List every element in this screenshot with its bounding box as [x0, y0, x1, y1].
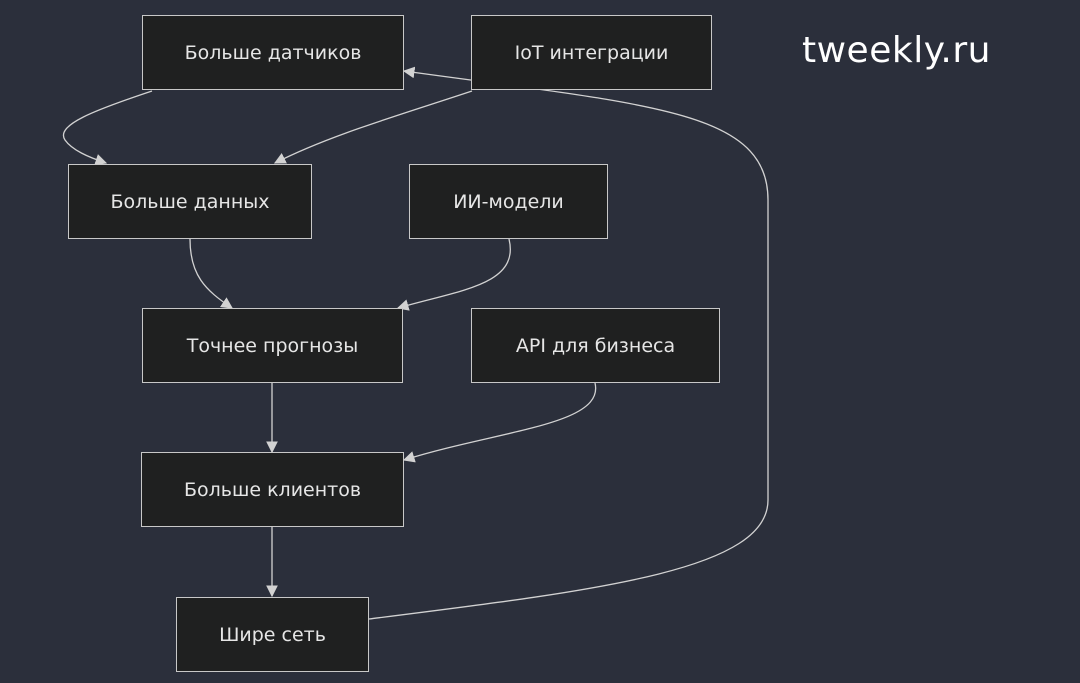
node-more-data: Больше данных — [68, 164, 312, 239]
node-wider-network: Шире сеть — [176, 597, 369, 672]
node-label: Шире сеть — [219, 623, 326, 646]
node-label: Больше датчиков — [184, 41, 362, 64]
node-iot-integrations: IoT интеграции — [471, 15, 712, 90]
edge-data-to-forecasts — [189, 238, 233, 309]
edge-sensors-to-data — [62, 90, 153, 166]
node-ai-models: ИИ-модели — [409, 164, 608, 239]
node-label: Точнее прогнозы — [186, 334, 359, 357]
watermark-text: tweekly.ru — [802, 30, 991, 71]
edge-ai-to-forecasts — [396, 238, 511, 311]
node-api-for-business: API для бизнеса — [471, 308, 720, 383]
edge-api-to-clients — [402, 382, 597, 463]
edge-iot-to-data — [273, 90, 473, 164]
node-accurate-forecasts: Точнее прогнозы — [142, 308, 403, 383]
node-more-sensors: Больше датчиков — [142, 15, 404, 90]
node-more-clients: Больше клиентов — [141, 452, 404, 527]
node-label: Больше клиентов — [183, 478, 362, 501]
node-label: API для бизнеса — [515, 334, 676, 357]
node-label: IoT интеграции — [514, 41, 669, 64]
node-label: Больше данных — [110, 190, 270, 213]
edge-network-to-sensors — [368, 66, 769, 620]
node-label: ИИ-модели — [453, 190, 564, 213]
